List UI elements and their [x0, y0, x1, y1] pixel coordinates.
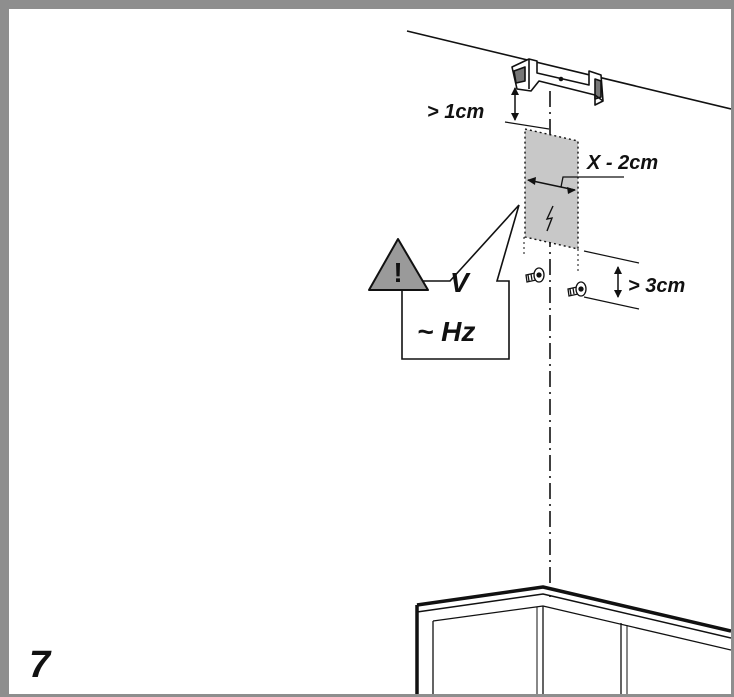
dim-top-label: > 1cm	[427, 101, 484, 123]
ceiling-line	[406, 30, 731, 110]
warning-triangle-icon: !	[368, 238, 429, 291]
width-dimension-arrow	[527, 179, 576, 191]
dim-width-label: X - 2cm	[586, 152, 658, 174]
mounting-bracket	[511, 58, 604, 106]
lightning-bolt-icon	[545, 205, 554, 232]
warning-symbol: !	[393, 257, 402, 288]
frequency-label: ~ Hz	[417, 316, 475, 347]
dim-bottom-label: > 3cm	[628, 275, 685, 297]
top-extension-line	[504, 121, 550, 130]
cabinet	[415, 585, 731, 694]
screw-icon	[567, 281, 587, 297]
step-number: 7	[29, 644, 52, 686]
voltage-label: V	[450, 267, 471, 298]
diagram-canvas: > 1cm X - 2cm > 3cm ! V ~ Hz	[29, 30, 731, 694]
warning-callout	[401, 204, 520, 360]
electrical-zone	[524, 128, 579, 250]
bottom-extension-line-upper	[583, 250, 640, 264]
screw-icon	[525, 267, 545, 283]
width-leader-line	[560, 176, 624, 188]
bottom-extension-line-lower	[583, 296, 640, 310]
